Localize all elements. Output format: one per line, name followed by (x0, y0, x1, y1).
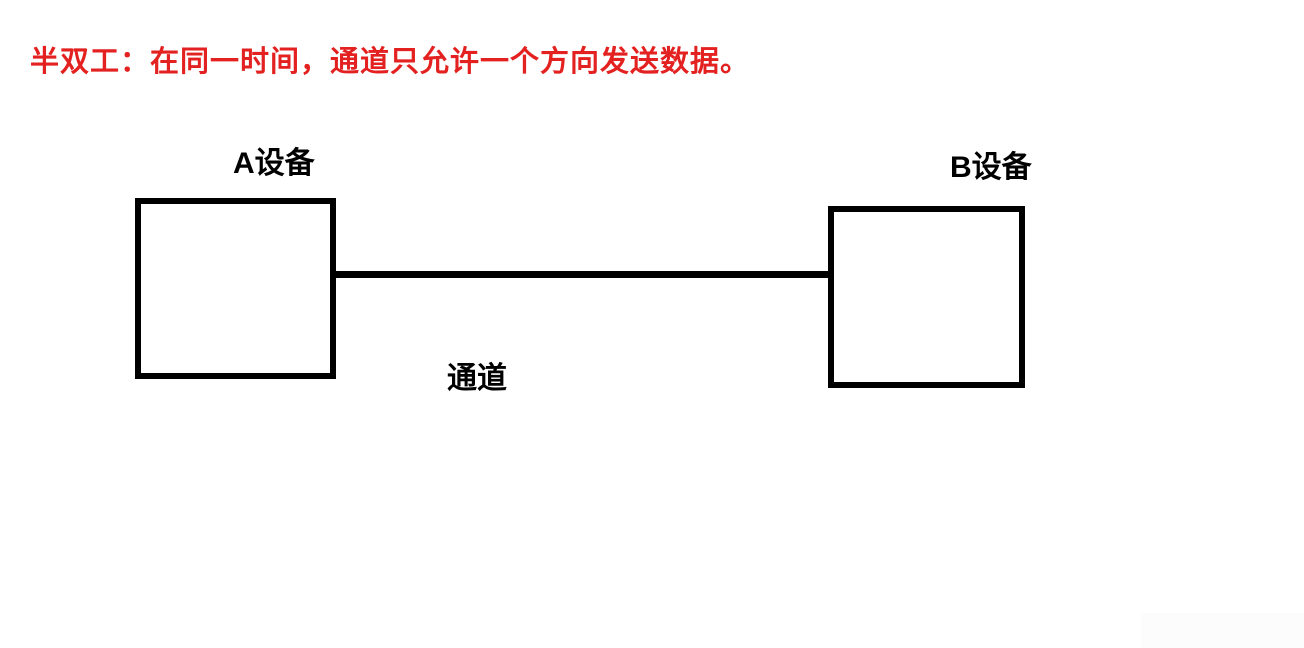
watermark-block (1141, 613, 1304, 648)
device-a-label: A设备 (233, 147, 315, 180)
device-a-box (135, 198, 336, 379)
device-b-box (828, 206, 1025, 388)
channel-line (334, 271, 830, 278)
device-b-label: B设备 (950, 151, 1032, 184)
diagram-title: 半双工：在同一时间，通道只允许一个方向发送数据。 (30, 46, 751, 78)
channel-label: 通道 (447, 362, 507, 395)
